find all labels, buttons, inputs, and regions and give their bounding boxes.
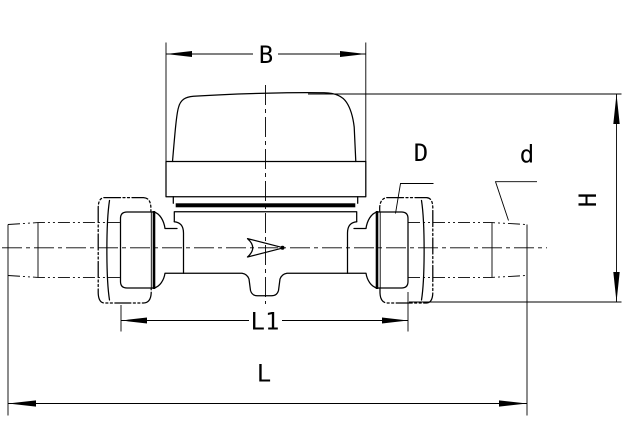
dim-h-arrow-top	[613, 94, 620, 124]
dimension-b: B	[165, 41, 367, 162]
dim-h-arrow-bottom	[613, 272, 620, 302]
dim-l1-extension-lines	[120, 292, 409, 332]
left-tailpiece-top-edge	[7, 222, 121, 225]
left-union-nut	[97, 196, 152, 304]
dimension-h: H	[308, 93, 622, 303]
dim-l1-arrow-right	[382, 317, 408, 324]
body-fillet-right	[346, 221, 358, 274]
leader-d-lower-lines	[494, 181, 537, 221]
body-tube-bottom-with-boss	[153, 272, 378, 297]
centerlines	[2, 85, 547, 304]
right-tailpiece-top-edge	[408, 222, 528, 225]
left-tailpiece	[7, 222, 121, 278]
right-nut-outline	[379, 196, 434, 304]
dimension-l1: L1	[120, 292, 409, 336]
right-union-nut	[379, 196, 434, 304]
flow-arrow-tip	[280, 245, 285, 250]
dim-h-reference-lines	[308, 93, 622, 303]
dim-l-arrow-left	[8, 400, 36, 407]
dim-h-label: H	[574, 193, 602, 207]
dim-b-label: B	[259, 41, 273, 69]
leader-d-upper-label: D	[414, 139, 428, 167]
dim-l1-arrow-left	[121, 317, 147, 324]
left-tailpiece-bottom-edge	[7, 275, 121, 278]
leader-d-upper-lines	[395, 183, 434, 214]
left-spigot	[119, 211, 156, 289]
right-tailpiece	[408, 222, 528, 278]
right-spigot-body	[376, 211, 409, 289]
right-tailpiece-bottom-edge	[408, 275, 528, 278]
dim-l-arrow-right	[499, 400, 527, 407]
left-spigot-body	[119, 211, 155, 289]
flow-direction-arrow	[246, 237, 285, 258]
left-nut-hex-face-arc	[106, 199, 111, 301]
dim-l-label: L	[257, 360, 271, 388]
register-dome	[171, 92, 357, 163]
right-nut-hex-face-arc	[420, 199, 425, 301]
dimension-l: L	[7, 224, 528, 416]
leader-nut-diameter: D	[395, 139, 434, 214]
body-fillet-left	[173, 221, 185, 274]
body-tube-top-left	[153, 211, 178, 230]
flow-arrow-dart	[246, 237, 285, 258]
dim-b-arrow-right	[340, 51, 366, 57]
register-step-ring	[172, 196, 359, 204]
right-spigot	[375, 211, 409, 289]
dim-b-extension-lines	[165, 42, 367, 162]
left-nut-outline	[97, 196, 152, 304]
dim-b-arrow-left	[166, 51, 192, 57]
leader-connector-diameter: d	[494, 141, 537, 221]
leader-d-lower-label: d	[520, 141, 534, 169]
dim-l1-label: L1	[251, 308, 280, 336]
dim-l-extension-lines	[7, 224, 528, 416]
body-tube-top-right	[353, 211, 378, 230]
register-base-plate	[173, 211, 358, 223]
meter-body	[153, 211, 378, 297]
